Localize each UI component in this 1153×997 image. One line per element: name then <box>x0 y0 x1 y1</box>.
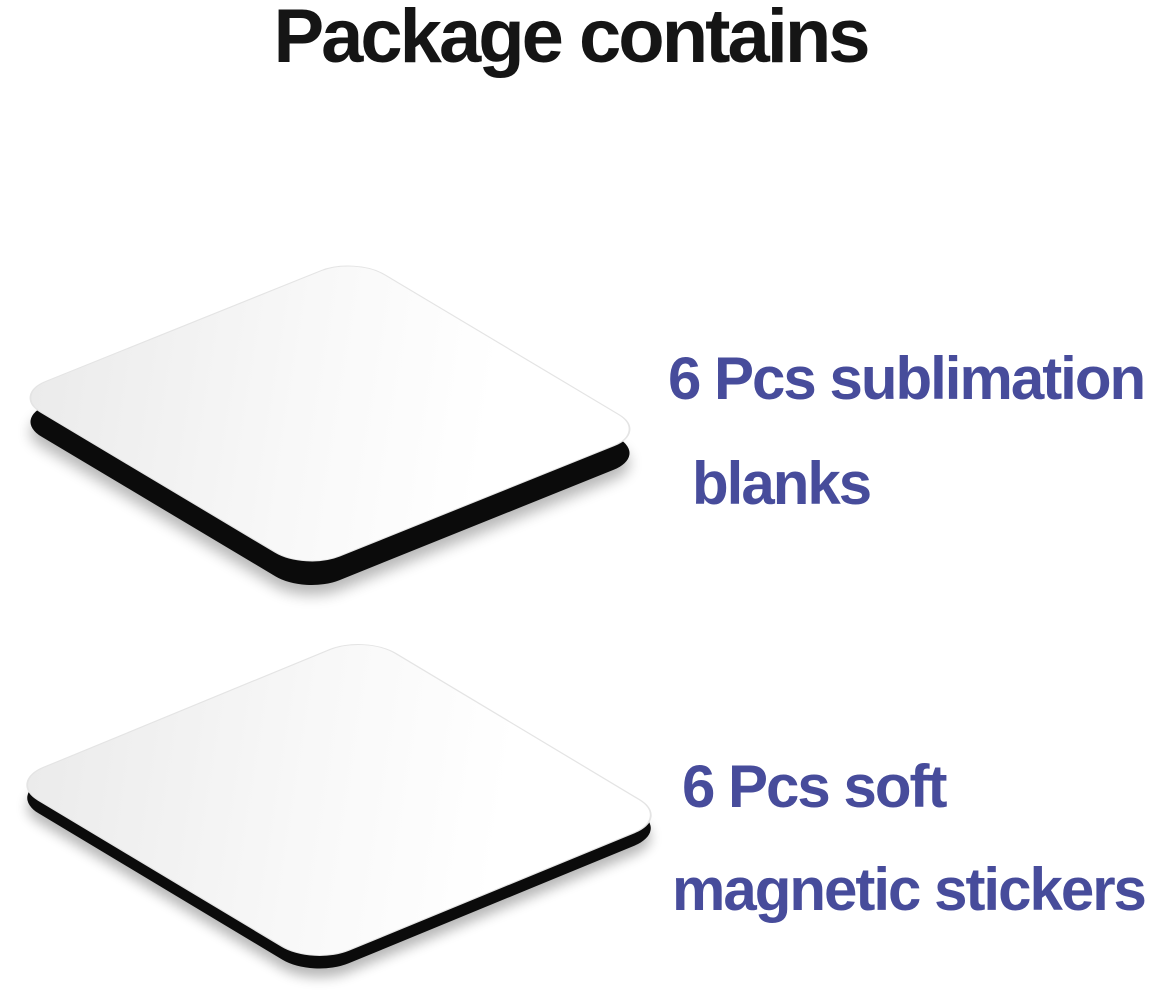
sublimation-blanks-label-line-2: blanks <box>692 450 872 517</box>
pad-top-face <box>29 265 631 562</box>
magnetic-stickers-label-line-2: magnetic stickers <box>672 856 1147 923</box>
sublimation-blank-photo <box>29 265 631 595</box>
pad-top-face <box>26 644 652 956</box>
page-title: Package contains <box>273 0 870 79</box>
magnetic-sticker-photo <box>26 644 652 978</box>
magnetic-stickers-label-line-1: 6 Pcs soft <box>682 753 947 820</box>
sublimation-blanks-label-line-1: 6 Pcs sublimation <box>668 345 1146 412</box>
